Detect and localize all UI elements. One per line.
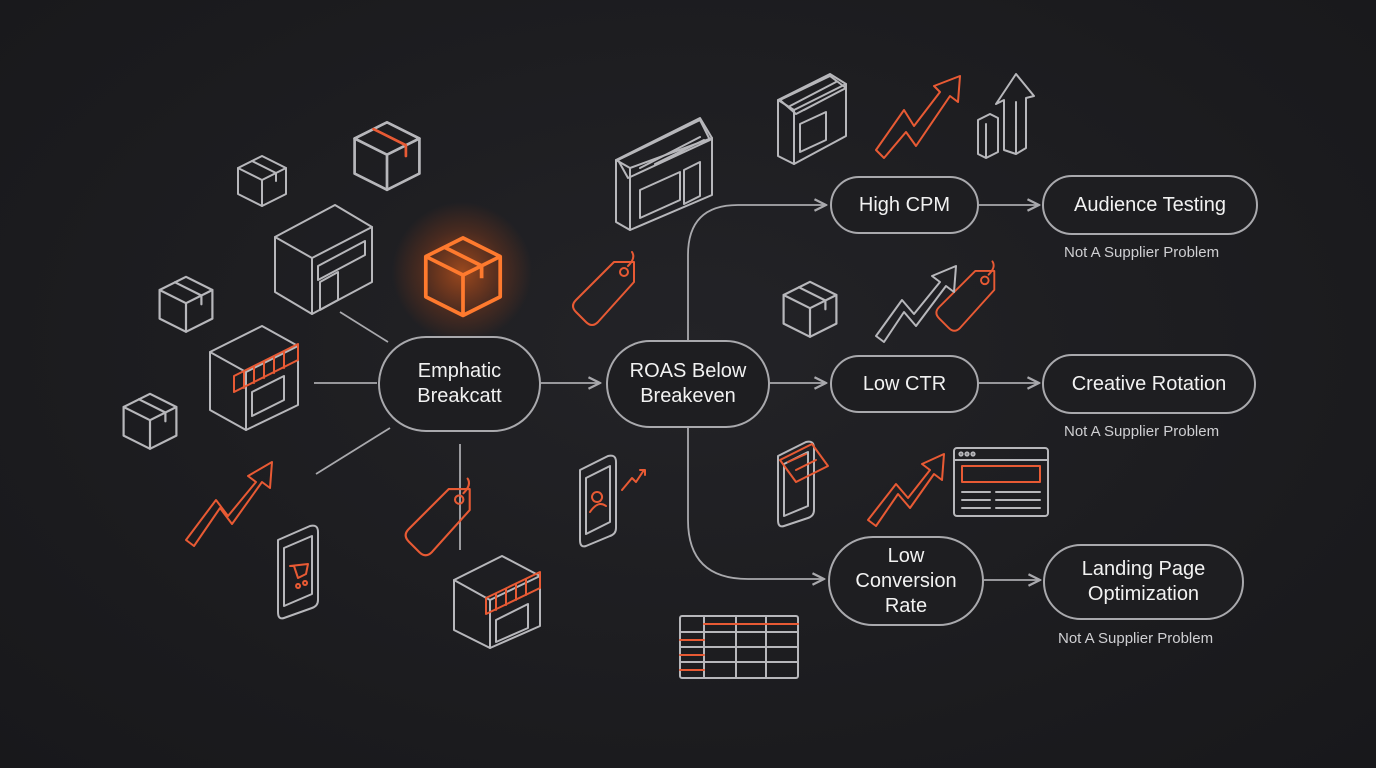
note-landing-page: Not A Supplier Problem (1058, 630, 1214, 647)
spoke-line (339, 311, 389, 343)
arrow-roas-high-cpm (687, 205, 826, 340)
box-icon (353, 120, 421, 192)
glow-effect (392, 202, 532, 342)
node-label: Emphatic (417, 360, 502, 382)
smartphone-icon (579, 454, 617, 548)
node-low-ctr: Low CTR (830, 355, 979, 413)
node-audience-testing: Audience Testing (1042, 175, 1258, 235)
trend-arrow-icon (867, 453, 945, 527)
arrow-roas-low-conversion (687, 427, 824, 579)
bar-chart-icon (977, 73, 1035, 159)
spreadsheet-icon (679, 615, 799, 679)
node-creative-rotation: Creative Rotation (1042, 354, 1256, 414)
smartphone-icon (777, 440, 829, 528)
trend-arrow-icon (185, 461, 273, 547)
price-tag-icon (404, 477, 471, 557)
browser-window-icon (953, 447, 1049, 517)
node-label: Conversion (855, 569, 957, 592)
price-tag-icon (935, 260, 996, 332)
node-label: Breakcatt (417, 385, 502, 407)
node-label: High CPM (858, 193, 951, 216)
node-label: ROAS Below (629, 360, 747, 382)
node-label: Optimization (1087, 583, 1200, 605)
storefront-icon (274, 204, 373, 315)
price-tag-icon (572, 251, 635, 326)
node-label: Creative Rotation (1071, 372, 1227, 395)
node-high-cpm: High CPM (830, 176, 979, 234)
box-icon (122, 392, 178, 450)
trend-arrow-icon (621, 469, 646, 491)
storefront-icon (777, 73, 847, 165)
node-label: Rate (884, 594, 928, 617)
spoke-line (315, 427, 391, 475)
trend-arrow-icon (875, 75, 961, 159)
storefront-icon (615, 117, 713, 231)
note-audience-testing: Not A Supplier Problem (1064, 244, 1220, 261)
node-label: Audience Testing (1074, 193, 1226, 216)
box-icon (158, 275, 214, 333)
node-label: Landing Page (1081, 558, 1206, 580)
storefront-icon (209, 325, 299, 431)
node-label: Breakeven (640, 385, 736, 407)
node-label: Low (887, 544, 925, 567)
highlighted-box-icon (423, 236, 503, 318)
smartphone-icon (277, 524, 319, 620)
box-icon (782, 280, 838, 338)
storefront-icon (453, 555, 541, 649)
trend-arrow-icon (875, 265, 957, 343)
box-icon (237, 155, 287, 207)
note-creative-rotation: Not A Supplier Problem (1064, 423, 1220, 440)
node-label: Low CTR (862, 372, 947, 395)
